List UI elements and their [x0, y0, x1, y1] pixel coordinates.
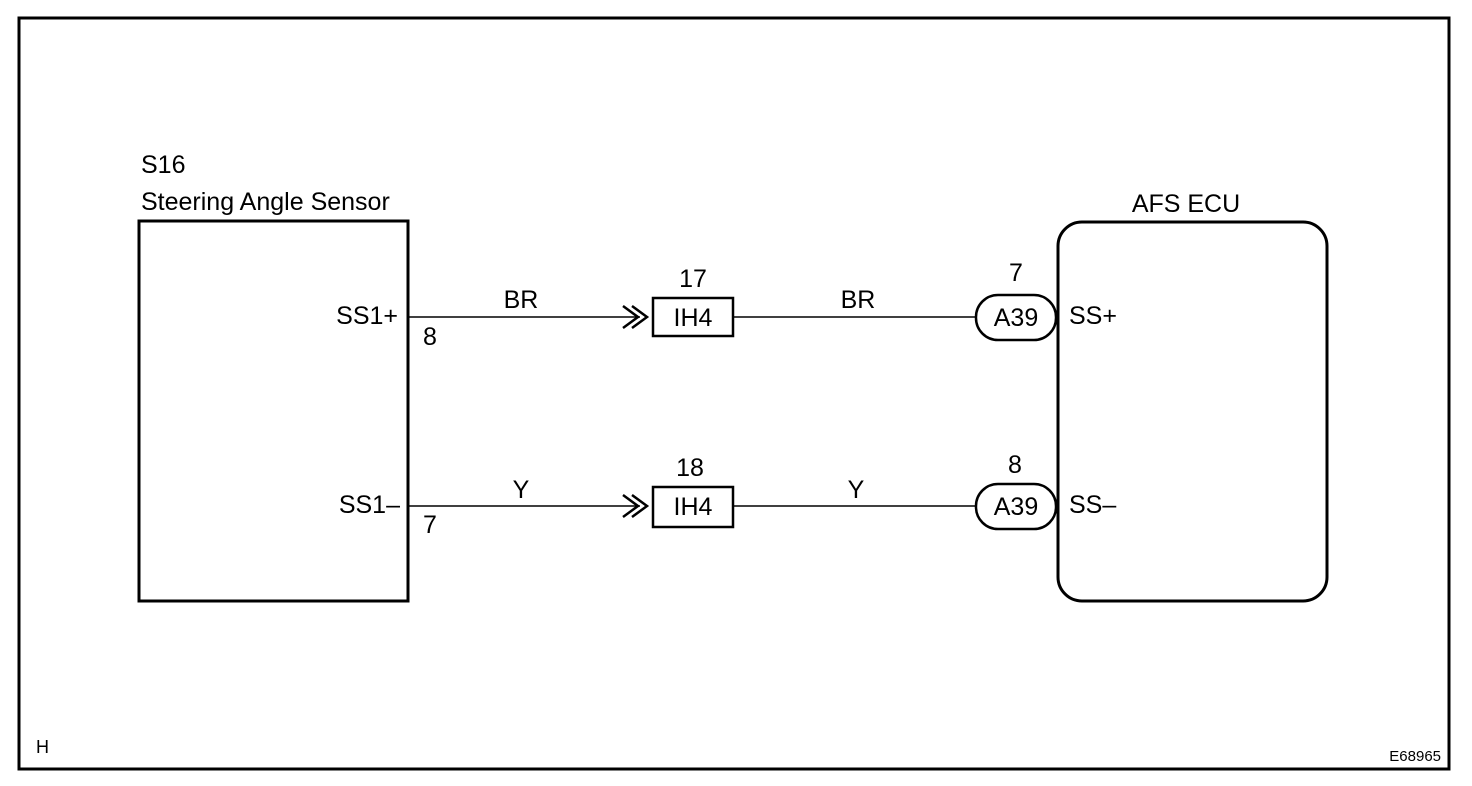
ecu-pin-bottom-label: SS–	[1069, 491, 1116, 519]
figure-id: E68965	[1389, 748, 1441, 765]
sensor-pin-top-label: SS1+	[336, 302, 398, 330]
wire-1-ecu-connector-label: A39	[994, 304, 1038, 332]
wire-1-color-right: BR	[841, 286, 876, 314]
sensor-pin-bottom-number: 7	[423, 511, 437, 539]
wire-1-ecu-connector-oval	[974, 293, 1058, 342]
sensor-box	[137, 219, 410, 603]
ecu-box	[1056, 220, 1329, 603]
wire-2-ecu-connector-label: A39	[994, 493, 1038, 521]
wire-1-inline-connector-icon	[622, 304, 650, 330]
wire-2-color-left: Y	[513, 476, 530, 504]
wire-2-junction-box	[651, 485, 735, 529]
ecu-name: AFS ECU	[1132, 190, 1240, 218]
sensor-pin-bottom-label: SS1–	[339, 491, 400, 519]
wire-1-junction-pin: 17	[679, 265, 707, 293]
sensor-pin-top-number: 8	[423, 323, 437, 351]
wire-1-ecu-connector-pin: 7	[1009, 259, 1023, 287]
sensor-name: Steering Angle Sensor	[141, 188, 390, 216]
wire-2-ecu-connector-oval	[974, 482, 1058, 531]
corner-letter: H	[36, 737, 49, 757]
wire-2-junction-label: IH4	[674, 493, 713, 521]
wire-2-ecu-connector-pin: 8	[1008, 451, 1022, 479]
wire-2-inline-connector-icon	[622, 493, 650, 519]
wire-1-junction-label: IH4	[674, 304, 713, 332]
diagram-frame	[17, 16, 1451, 771]
sensor-code: S16	[141, 151, 185, 179]
wire-2-color-right: Y	[848, 476, 865, 504]
ecu-pin-top-label: SS+	[1069, 302, 1117, 330]
wire-2-junction-pin: 18	[676, 454, 704, 482]
wire-1-color-left: BR	[504, 286, 539, 314]
